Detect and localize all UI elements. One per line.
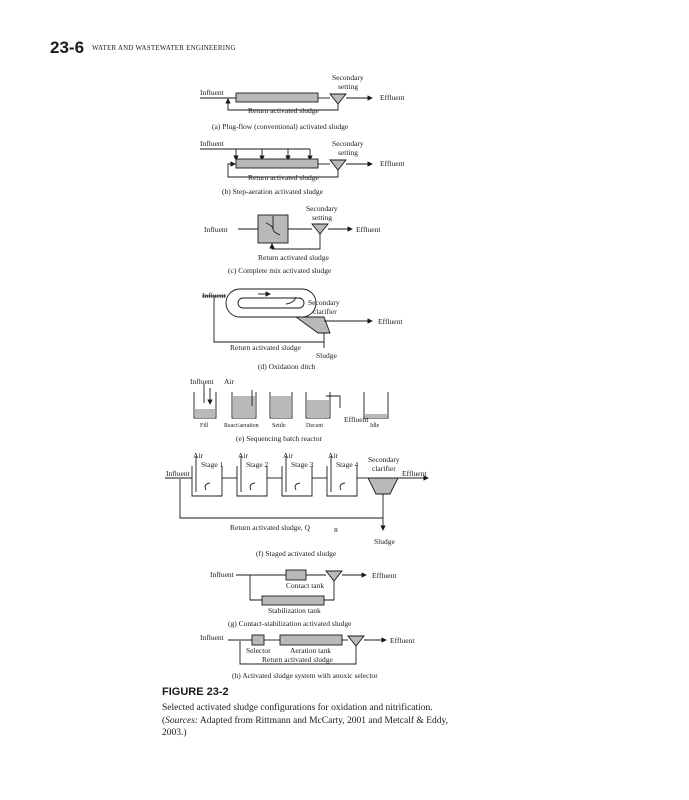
caption-main: Selected activated sludge configurations… bbox=[162, 703, 433, 713]
e-step-idle: Idle bbox=[370, 423, 380, 429]
f-stage-3: Stage 3 bbox=[291, 460, 314, 469]
a-effluent: Effluent bbox=[380, 93, 405, 102]
diagram-c-complete-mix bbox=[238, 214, 353, 250]
f-clarifier: clarifier bbox=[372, 464, 396, 473]
d-effluent: Effluent bbox=[378, 317, 403, 326]
b-setting: setting bbox=[338, 148, 358, 157]
diagram-b-step-aeration bbox=[200, 148, 373, 178]
caption-a: (a) Plug-flow (conventional) activated s… bbox=[212, 122, 349, 131]
b-secondary: Secondary bbox=[332, 139, 364, 148]
f-air-3: Air bbox=[283, 451, 294, 460]
figure-label: FIGURE 23-2 bbox=[162, 686, 229, 698]
d-sludge: Sludge bbox=[316, 351, 338, 360]
caption-c: (c) Complete mix activated sludge bbox=[228, 266, 332, 275]
c-influent: Influent bbox=[204, 225, 229, 234]
h-effluent: Effluent bbox=[390, 636, 415, 645]
diagram-g-contact-stabilization bbox=[236, 569, 367, 606]
a-return: Return activated sludge bbox=[248, 106, 319, 115]
d-return: Return activated sludge bbox=[230, 343, 301, 352]
f-air-2: Air bbox=[238, 451, 249, 460]
b-return: Return activated sludge bbox=[248, 173, 319, 182]
f-secondary: Secondary bbox=[368, 455, 400, 464]
f-stage-2: Stage 2 bbox=[246, 460, 269, 469]
f-effluent: Effluent bbox=[402, 469, 427, 478]
diagram-a-plug-flow bbox=[200, 92, 373, 111]
f-return: Return activated sludge, Q bbox=[230, 523, 311, 532]
figure-caption: Selected activated sludge configurations… bbox=[162, 702, 462, 740]
g-influent: Influent bbox=[210, 570, 235, 579]
f-stage-4: Stage 4 bbox=[336, 460, 359, 469]
caption-h: (h) Activated sludge system with anoxic … bbox=[232, 671, 378, 680]
caption-sources-text: Adapted from Rittmann and McCarty, 2001 … bbox=[162, 715, 448, 739]
diagram-e-sbr bbox=[193, 384, 389, 419]
d-secondary: Secondary bbox=[308, 298, 340, 307]
e-step-decant: Decant bbox=[306, 423, 323, 429]
page-number: 23-6 bbox=[50, 38, 85, 57]
a-setting: setting bbox=[338, 82, 358, 91]
g-contact: Contact tank bbox=[286, 581, 324, 590]
e-air: Air bbox=[224, 377, 235, 386]
g-effluent: Effluent bbox=[372, 571, 397, 580]
a-influent: Influent bbox=[200, 88, 225, 97]
caption-f: (f) Staged activated sludge bbox=[256, 549, 337, 558]
b-effluent: Effluent bbox=[380, 159, 405, 168]
diagram-f-staged bbox=[165, 456, 429, 531]
f-sludge: Sludge bbox=[374, 537, 396, 546]
caption-d: (d) Oxidation ditch bbox=[258, 362, 316, 371]
f-air-4: Air bbox=[328, 451, 339, 460]
e-step-fill: Fill bbox=[200, 423, 209, 429]
diagram-h-anoxic-selector bbox=[228, 634, 387, 665]
f-return-sub: R bbox=[334, 528, 338, 534]
g-stabilization: Stabilization tank bbox=[268, 606, 321, 615]
a-secondary: Secondary bbox=[332, 73, 364, 82]
h-return: Return activated sludge bbox=[262, 655, 333, 664]
caption-g: (g) Contact-stabilization activated slud… bbox=[228, 619, 352, 628]
c-effluent: Effluent bbox=[356, 225, 381, 234]
caption-e: (e) Sequencing batch reactor bbox=[236, 434, 322, 443]
caption-open: ( bbox=[162, 715, 166, 726]
caption-b: (b) Step-aeration activated sludge bbox=[222, 187, 324, 196]
e-influent: Influent bbox=[190, 377, 215, 386]
diagram-d-oxidation-ditch bbox=[202, 288, 373, 348]
b-influent: Influent bbox=[200, 139, 225, 148]
c-secondary: Secondary bbox=[306, 204, 338, 213]
f-air-1: Air bbox=[193, 451, 204, 460]
h-influent: Influent bbox=[200, 633, 225, 642]
c-setting: setting bbox=[312, 213, 332, 222]
running-title: WATER AND WASTEWATER ENGINEERING bbox=[92, 44, 236, 52]
f-stage-1: Stage 1 bbox=[201, 460, 224, 469]
c-return: Return activated sludge bbox=[258, 253, 329, 262]
f-influent: Influent bbox=[166, 469, 191, 478]
h-aeration: Aeration tank bbox=[290, 646, 331, 655]
d-influent: Influent bbox=[202, 291, 227, 300]
e-step-react: React/aeration bbox=[224, 423, 259, 429]
h-selector: Selector bbox=[246, 646, 271, 655]
e-step-settle: Settle bbox=[272, 423, 286, 429]
d-clarifier: clarifier bbox=[313, 307, 337, 316]
e-effluent: Effluent bbox=[344, 415, 369, 424]
caption-sources-label: Sources: bbox=[165, 715, 199, 726]
